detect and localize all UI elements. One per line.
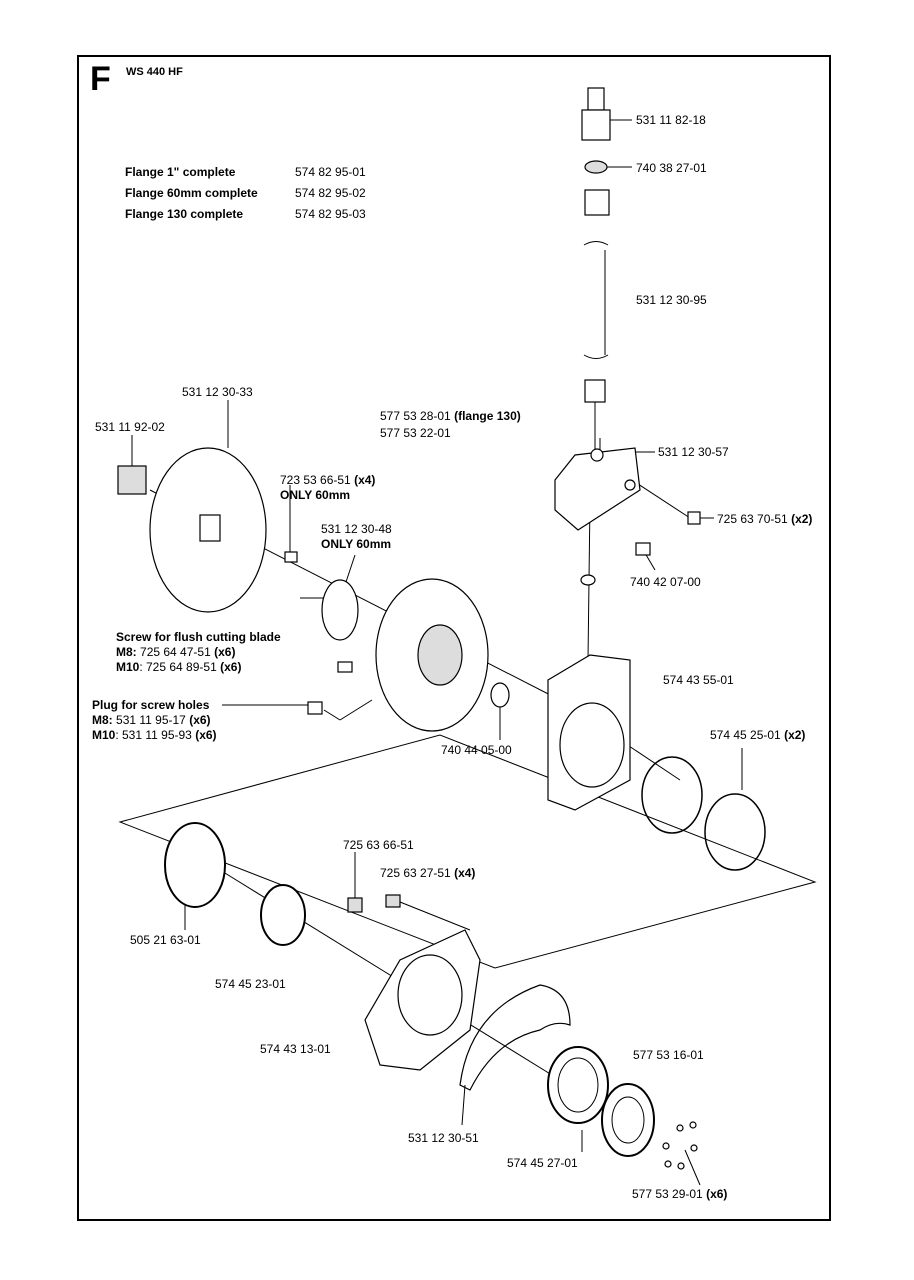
label-531123057: 531 12 30-57 <box>658 445 729 459</box>
label-key: M8: <box>116 645 137 659</box>
flange-name: Flange 1" complete <box>125 165 236 179</box>
label-740382701: 740 38 27-01 <box>636 161 707 175</box>
flange-row: Flange 130 complete 574 82 95-03 <box>125 207 395 228</box>
label-part-number: 725 64 47-51 <box>140 645 211 659</box>
flange-number: 574 82 95-02 <box>295 186 366 200</box>
label-part-number: 574 45 25-01 <box>710 728 781 742</box>
label-531118218: 531 11 82-18 <box>636 113 706 127</box>
flange-number: 574 82 95-01 <box>295 165 366 179</box>
label-qty: (x6) <box>195 728 217 742</box>
screw-part <box>284 551 298 563</box>
label-574452501: 574 45 25-01 (x2) <box>710 728 805 742</box>
label-574435501: 574 43 55-01 <box>663 673 734 687</box>
plug-note-m10: M10: 531 11 95-93 (x6) <box>92 728 217 742</box>
label-577531601: 577 53 16-01 <box>633 1048 704 1062</box>
label-505216301: 505 21 63-01 <box>130 933 201 947</box>
assembly-plane <box>118 734 817 969</box>
label-531123095: 531 12 30-95 <box>636 293 707 307</box>
screw-part <box>347 897 363 913</box>
model-title: WS 440 HF <box>126 66 183 78</box>
ring-part <box>260 884 306 946</box>
label-qty: (x2) <box>791 512 813 526</box>
flange-table: Flange 1" complete 574 82 95-01 Flange 6… <box>125 165 395 228</box>
flange-name: Flange 130 complete <box>125 207 244 221</box>
spacer-part <box>321 579 359 641</box>
hose-part <box>583 241 609 359</box>
label-725632751: 725 63 27-51 (x4) <box>380 866 475 880</box>
label-part-number: 723 53 66-51 <box>280 473 351 487</box>
label-qty: (x6) <box>706 1187 728 1201</box>
arc-bracket-part <box>459 984 571 1091</box>
screw-part <box>385 894 401 908</box>
label-key: M8: <box>92 713 113 727</box>
seal-ring-part <box>641 756 703 834</box>
label-531123051: 531 12 30-51 <box>408 1131 479 1145</box>
plug-note-title: Plug for screw holes <box>92 698 210 712</box>
flange-row: Flange 60mm complete 574 82 95-02 <box>125 186 395 207</box>
label-qty: (x6) <box>189 713 211 727</box>
spindle-nut-part <box>117 465 147 495</box>
label-531123048: 531 12 30-48 <box>321 522 392 536</box>
label-740440500: 740 44 05-00 <box>441 743 512 757</box>
label-577532201: 577 53 22-01 <box>380 426 451 440</box>
nut-part <box>584 189 610 216</box>
page-frame <box>77 55 831 1221</box>
label-qty: (x6) <box>220 660 242 674</box>
screw-note-title: Screw for flush cutting blade <box>116 630 281 644</box>
label-qty: (x2) <box>784 728 806 742</box>
oring-part <box>580 574 596 586</box>
label-qty: (x4) <box>354 473 376 487</box>
label-note: (flange 130) <box>454 409 521 423</box>
block-part <box>554 447 641 531</box>
label-725636651: 725 63 66-51 <box>343 838 414 852</box>
screw-part <box>687 511 701 525</box>
section-letter: F <box>90 60 111 98</box>
seal-ring-part <box>704 793 766 871</box>
label-531123033: 531 12 30-33 <box>182 385 253 399</box>
small-screws-part <box>662 1121 698 1170</box>
screw-note-m8: M8: 725 64 47-51 (x6) <box>116 645 235 659</box>
nipple-part <box>581 87 611 141</box>
label-note: ONLY 60mm <box>321 537 392 551</box>
label-part-number: 725 63 27-51 <box>380 866 451 880</box>
label-part-number: : 725 64 89-51 <box>139 660 217 674</box>
cover-part <box>601 1083 655 1157</box>
label-part-number: 577 53 29-01 <box>632 1187 703 1201</box>
label-part-number: 531 11 95-17 <box>116 713 186 727</box>
label-531119202: 531 11 92-02 <box>95 420 165 434</box>
label-part-number: 725 63 70-51 <box>717 512 788 526</box>
label-574452701: 574 45 27-01 <box>507 1156 578 1170</box>
label-part-number: : 531 11 95-93 <box>115 728 192 742</box>
label-part-number: 577 53 28-01 <box>380 409 451 423</box>
plug-note-m8: M8: 531 11 95-17 (x6) <box>92 713 211 727</box>
label-574452301: 574 45 23-01 <box>215 977 286 991</box>
oring-part <box>490 682 510 708</box>
screw-note-m10: M10: 725 64 89-51 (x6) <box>116 660 241 674</box>
label-qty: (x6) <box>214 645 236 659</box>
flange-name: Flange 60mm complete <box>125 186 258 200</box>
flange-row: Flange 1" complete 574 82 95-01 <box>125 165 395 186</box>
ring-part <box>164 822 226 908</box>
flange-number: 574 82 95-03 <box>295 207 366 221</box>
label-key: M10 <box>116 660 140 674</box>
label-725637051: 725 63 70-51 (x2) <box>717 512 812 526</box>
screw-part <box>337 661 353 673</box>
label-577532901: 577 53 29-01 (x6) <box>632 1187 727 1201</box>
bearing-part <box>547 1046 609 1124</box>
plug-part <box>307 701 323 715</box>
label-723536651: 723 53 66-51 (x4) <box>280 473 375 487</box>
label-key: M10 <box>92 728 116 742</box>
label-740420700: 740 42 07-00 <box>630 575 701 589</box>
screw-part <box>635 542 651 556</box>
washer-part <box>584 160 608 174</box>
label-577532801: 577 53 28-01 (flange 130) <box>380 409 521 423</box>
label-note: ONLY 60mm <box>280 488 351 502</box>
connector-part <box>584 379 606 403</box>
label-574431301: 574 43 13-01 <box>260 1042 331 1056</box>
label-qty: (x4) <box>454 866 476 880</box>
